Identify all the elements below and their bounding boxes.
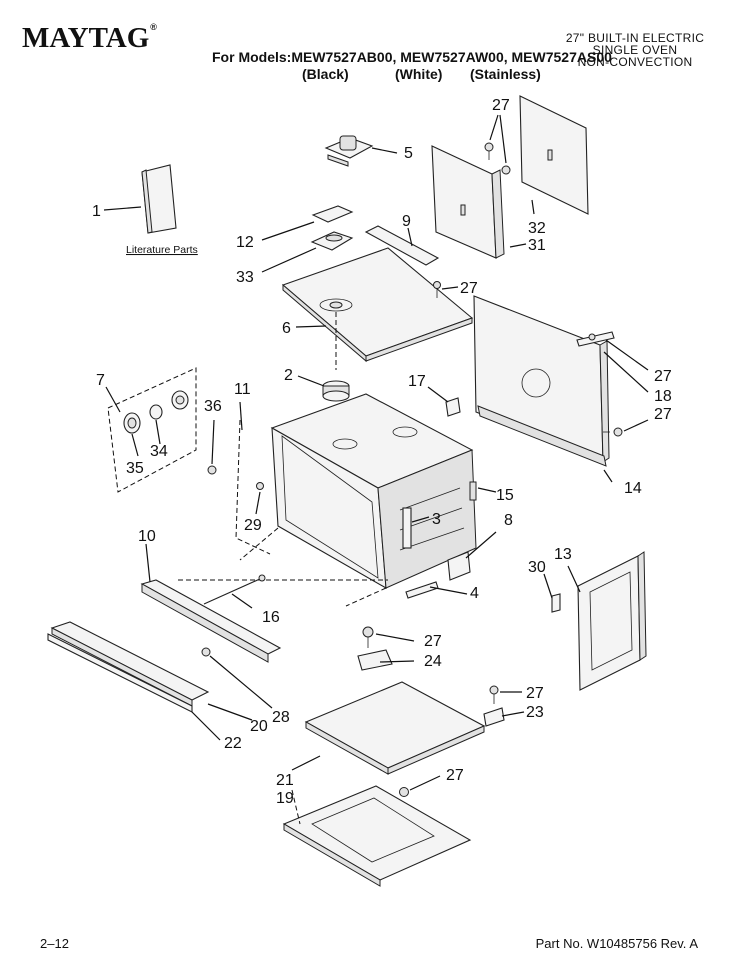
callout-2: 2	[284, 367, 293, 384]
callout-10: 10	[138, 528, 156, 545]
part-13	[577, 551, 647, 691]
screw-27-right	[603, 427, 623, 437]
callout-3: 3	[432, 511, 441, 528]
knob-group-outline	[107, 367, 197, 493]
part-24	[357, 649, 393, 671]
callout-6: 6	[282, 320, 291, 337]
callout-20: 20	[250, 718, 268, 735]
part-28	[201, 647, 211, 657]
part-17	[445, 397, 461, 417]
part-19	[282, 785, 472, 887]
part-8	[447, 551, 471, 581]
variant-white: (White)	[395, 66, 443, 82]
callout-1: 1	[92, 203, 101, 220]
callout-35: 35	[126, 460, 144, 477]
description-line-3: NON-CONVECTION	[577, 55, 693, 69]
registered-mark: ®	[150, 22, 157, 32]
part-6	[281, 247, 474, 363]
part-23	[483, 707, 505, 727]
part-21	[304, 681, 486, 775]
models-line: For Models:MEW7527AB00, MEW7527AW00, MEW…	[212, 49, 612, 65]
part-18	[576, 331, 615, 347]
callout-7: 7	[96, 372, 105, 389]
callout-27-mid: 27	[460, 280, 478, 297]
part-32	[519, 95, 589, 215]
part-2	[322, 380, 350, 402]
callout-16: 16	[262, 609, 280, 626]
description-line-1: 27" BUILT-IN ELECTRIC	[565, 31, 705, 45]
callout-8: 8	[504, 512, 513, 529]
part-literature	[141, 164, 177, 234]
variant-black: (Black)	[302, 66, 349, 82]
callout-21: 21	[276, 772, 294, 789]
callout-32: 32	[528, 220, 546, 237]
part-oven-cavity	[270, 393, 477, 589]
part-29	[256, 482, 264, 490]
part-35	[123, 412, 141, 434]
part-31	[431, 145, 505, 259]
callout-19: 19	[276, 790, 294, 807]
callout-13: 13	[554, 546, 572, 563]
callout-27-floor: 27	[446, 767, 464, 784]
callout-36: 36	[204, 398, 222, 415]
variant-stainless: (Stainless)	[470, 66, 541, 82]
part-36	[207, 465, 217, 475]
part-knob-upper	[171, 390, 189, 410]
callout-14: 14	[624, 480, 642, 497]
part-9	[364, 225, 440, 266]
part-4	[405, 581, 439, 599]
part-33	[310, 231, 354, 251]
callout-28: 28	[272, 709, 290, 726]
part-16	[203, 574, 266, 605]
callout-27-right-b: 27	[654, 406, 672, 423]
screw-27-bracket	[362, 626, 374, 648]
maytag-logo: MAYTAG®	[22, 22, 157, 55]
callout-22: 22	[224, 735, 242, 752]
callout-5: 5	[404, 145, 413, 162]
callout-31: 31	[528, 237, 546, 254]
part-14	[473, 295, 610, 467]
part-12	[311, 205, 354, 223]
callout-30: 30	[528, 559, 546, 576]
callout-9: 9	[402, 213, 411, 230]
part-30	[551, 593, 561, 613]
part-3	[402, 507, 412, 549]
callout-12: 12	[236, 234, 254, 251]
part-34	[149, 404, 163, 420]
callout-18: 18	[654, 388, 672, 405]
part-15	[469, 481, 477, 501]
callout-24: 24	[424, 653, 442, 670]
callout-23: 23	[526, 704, 544, 721]
screw-27-top	[484, 142, 511, 175]
callout-27-right-a: 27	[654, 368, 672, 385]
part-10	[140, 579, 282, 663]
callout-29: 29	[244, 517, 262, 534]
callout-15: 15	[496, 487, 514, 504]
screw-27-mid	[433, 281, 441, 298]
callout-34: 34	[150, 443, 168, 460]
product-description: 27" BUILT-IN ELECTRIC SINGLE OVEN NON-CO…	[560, 32, 710, 68]
screw-27-floor	[399, 787, 409, 797]
callout-11: 11	[234, 381, 251, 398]
callout-27-bracket: 27	[424, 633, 442, 650]
callout-17: 17	[408, 373, 426, 390]
part-20	[50, 621, 210, 707]
page-number: 2–12	[40, 936, 69, 951]
callout-27-small: 27	[526, 685, 544, 702]
part-5	[324, 135, 374, 167]
brand-name: MAYTAG	[22, 22, 150, 54]
part-number: Part No. W10485756 Rev. A	[535, 936, 698, 951]
callout-4: 4	[470, 585, 479, 602]
description-line-2: SINGLE OVEN	[592, 43, 678, 57]
screw-27-small	[489, 685, 499, 704]
callout-27-top: 27	[492, 97, 510, 114]
literature-parts-label: Literature Parts	[126, 244, 198, 256]
callout-33: 33	[236, 269, 254, 286]
